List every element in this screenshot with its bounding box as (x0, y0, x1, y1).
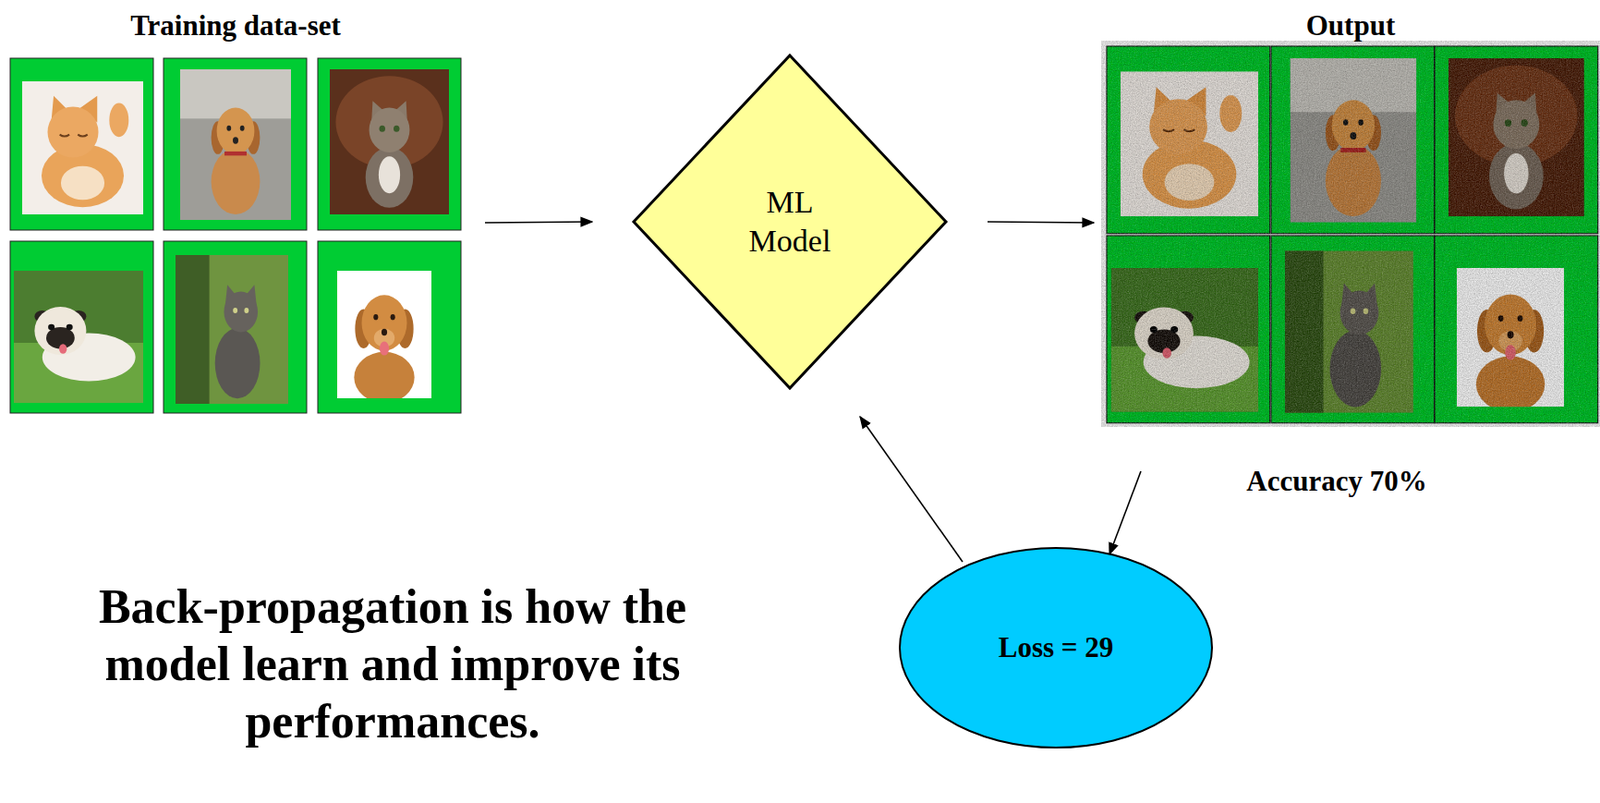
training-tile (317, 241, 461, 413)
training-tile (10, 58, 154, 231)
output-tile (1271, 46, 1435, 234)
training-tile (10, 241, 154, 413)
output-tile (1271, 235, 1435, 424)
output-tile (1106, 235, 1271, 424)
flow-arrow (860, 416, 963, 562)
accuracy-label: Accuracy 70% (1198, 463, 1476, 499)
output-panel: Output (1103, 7, 1598, 424)
training-tile (163, 58, 307, 231)
output-tile (1434, 235, 1599, 424)
training-tile (163, 241, 307, 413)
noisy-output-grid (1101, 40, 1600, 427)
flow-arrow (484, 221, 593, 223)
node-label: ML Model (734, 182, 846, 261)
flow-arrow (987, 221, 1094, 223)
explanation-text: Back-propagation is how the model learn … (69, 578, 716, 751)
panel-heading: Output (1306, 7, 1395, 45)
output-tile (1434, 46, 1599, 234)
node-label: Loss = 29 (998, 630, 1114, 666)
dataset-panel: Training data-set (10, 7, 461, 414)
decision-diamond-outline (630, 52, 949, 391)
flow-arrow (1109, 471, 1141, 555)
panel-heading: Training data-set (130, 7, 341, 45)
ellipse-shape (899, 547, 1213, 748)
training-image-grid (10, 58, 461, 413)
training-tile (317, 58, 461, 231)
loss-ellipse: Loss = 29 (897, 545, 1214, 750)
model-diamond: ML Model (630, 52, 949, 391)
output-tile (1106, 46, 1271, 234)
diamond-shape (633, 55, 946, 388)
output-background (1101, 40, 1600, 427)
